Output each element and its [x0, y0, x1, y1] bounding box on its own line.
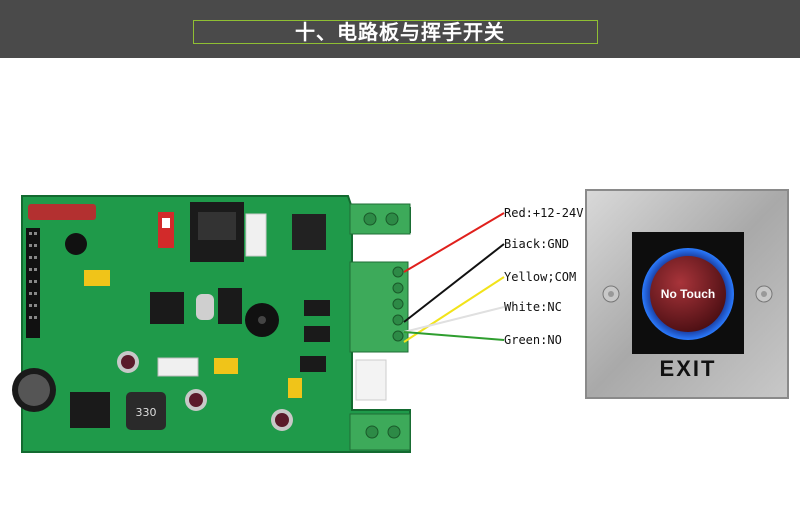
- wire-white: [403, 306, 505, 333]
- exit-button-device: No Touch EXIT: [585, 189, 789, 399]
- wire-black: [403, 243, 505, 323]
- relay-chip: [304, 300, 330, 316]
- exit-label: EXIT: [660, 356, 717, 381]
- wire-labels: Red:+12-24V Biack:GND Yellow;COM White:N…: [504, 206, 583, 347]
- white-header: [157, 357, 199, 377]
- header-banner: 十、电路板与挥手开关: [0, 0, 800, 58]
- terminal-block-bottom: [349, 413, 411, 451]
- no-touch-button[interactable]: [650, 256, 726, 332]
- wiring-lines: [403, 212, 505, 343]
- wire-label-yellow: Yellow;COM: [504, 270, 576, 284]
- jst-connector: [355, 359, 387, 401]
- circuit-board: 330: [12, 195, 411, 453]
- oscillator: [196, 294, 214, 320]
- wire-red: [403, 212, 505, 273]
- tantalum-capacitor: [84, 270, 110, 286]
- wire-label-green: Green:NO: [504, 333, 562, 347]
- microcontroller-chip: [150, 292, 184, 324]
- wire-green: [403, 331, 505, 341]
- banner-frame: [193, 20, 598, 44]
- wire-label-white: White:NC: [504, 300, 562, 314]
- terminal-block-top: [349, 203, 411, 235]
- crystal: [28, 204, 96, 220]
- no-touch-label: No Touch: [661, 287, 715, 301]
- white-connector: [245, 213, 267, 257]
- inductor: [126, 392, 166, 430]
- mosfet: [70, 392, 110, 428]
- ic-chip: [218, 288, 242, 324]
- wire-label-black: Biack:GND: [504, 237, 569, 251]
- wire-label-red: Red:+12-24V: [504, 206, 583, 220]
- pin-header: [26, 228, 40, 338]
- wire-yellow: [403, 276, 505, 343]
- dip-switch: [158, 212, 174, 248]
- page-title: 十、电路板与挥手开关: [295, 20, 505, 44]
- buzzer-component: [65, 233, 87, 255]
- inductor-label: 330: [136, 406, 157, 419]
- voltage-regulator: [292, 214, 326, 250]
